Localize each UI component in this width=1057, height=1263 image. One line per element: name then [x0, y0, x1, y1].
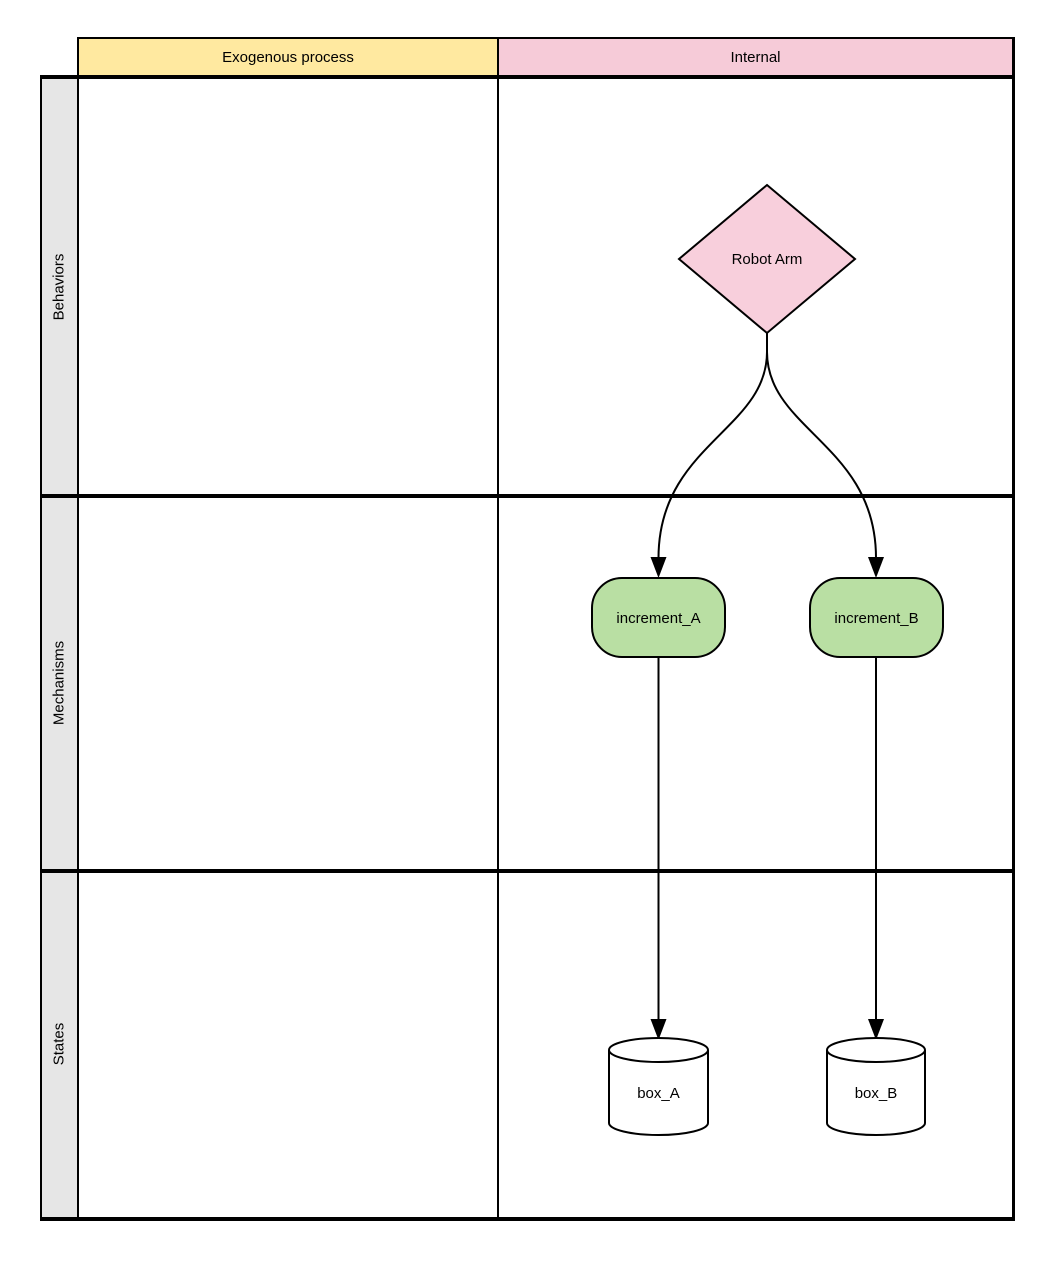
box-a-cylinder-body: [608, 1050, 709, 1136]
increment-a-label: increment_A: [616, 610, 700, 627]
grid-line-mechanisms-states: [40, 869, 1015, 873]
increment-b-node: [809, 577, 944, 658]
box-b-cylinder-body: [826, 1050, 926, 1136]
increment-b-label: increment_B: [834, 610, 918, 627]
box-b-cylinder-top: [826, 1037, 926, 1063]
grid-line: [1012, 37, 1015, 1221]
internal-header-cell: [499, 39, 1012, 75]
arrowhead-into-increment-b: [868, 557, 884, 578]
grid-line: [40, 75, 42, 1221]
column-header-internal: Internal: [730, 48, 781, 66]
grid-line: [40, 1217, 1015, 1221]
grid-line: [40, 75, 1015, 79]
box-a-cylinder-top: [608, 1037, 709, 1063]
arrowhead-into-box-b: [868, 1019, 884, 1040]
row-label-column: [42, 79, 77, 1217]
edge-robot-arm-to-increment-a: [657, 333, 768, 559]
arrowhead-into-box-a: [650, 1019, 667, 1040]
edge-robot-arm-to-increment-b: [766, 333, 877, 559]
grid-line-behaviors-mechanisms: [40, 494, 1015, 498]
grid-line: [77, 37, 1015, 39]
robot-arm-label: Robot Arm: [732, 251, 803, 268]
exogenous-header-cell: [79, 39, 497, 75]
box-a-label: box_A: [637, 1085, 680, 1102]
grid-line: [77, 37, 79, 1221]
column-header-exogenous-process: Exogenous process: [222, 48, 354, 66]
robot-arm-diamond: [677, 183, 857, 335]
arrowhead-into-increment-a: [650, 557, 667, 578]
box-b-label: box_B: [855, 1085, 898, 1102]
grid-line-column-divider: [497, 37, 499, 1221]
increment-a-node: [591, 577, 726, 658]
